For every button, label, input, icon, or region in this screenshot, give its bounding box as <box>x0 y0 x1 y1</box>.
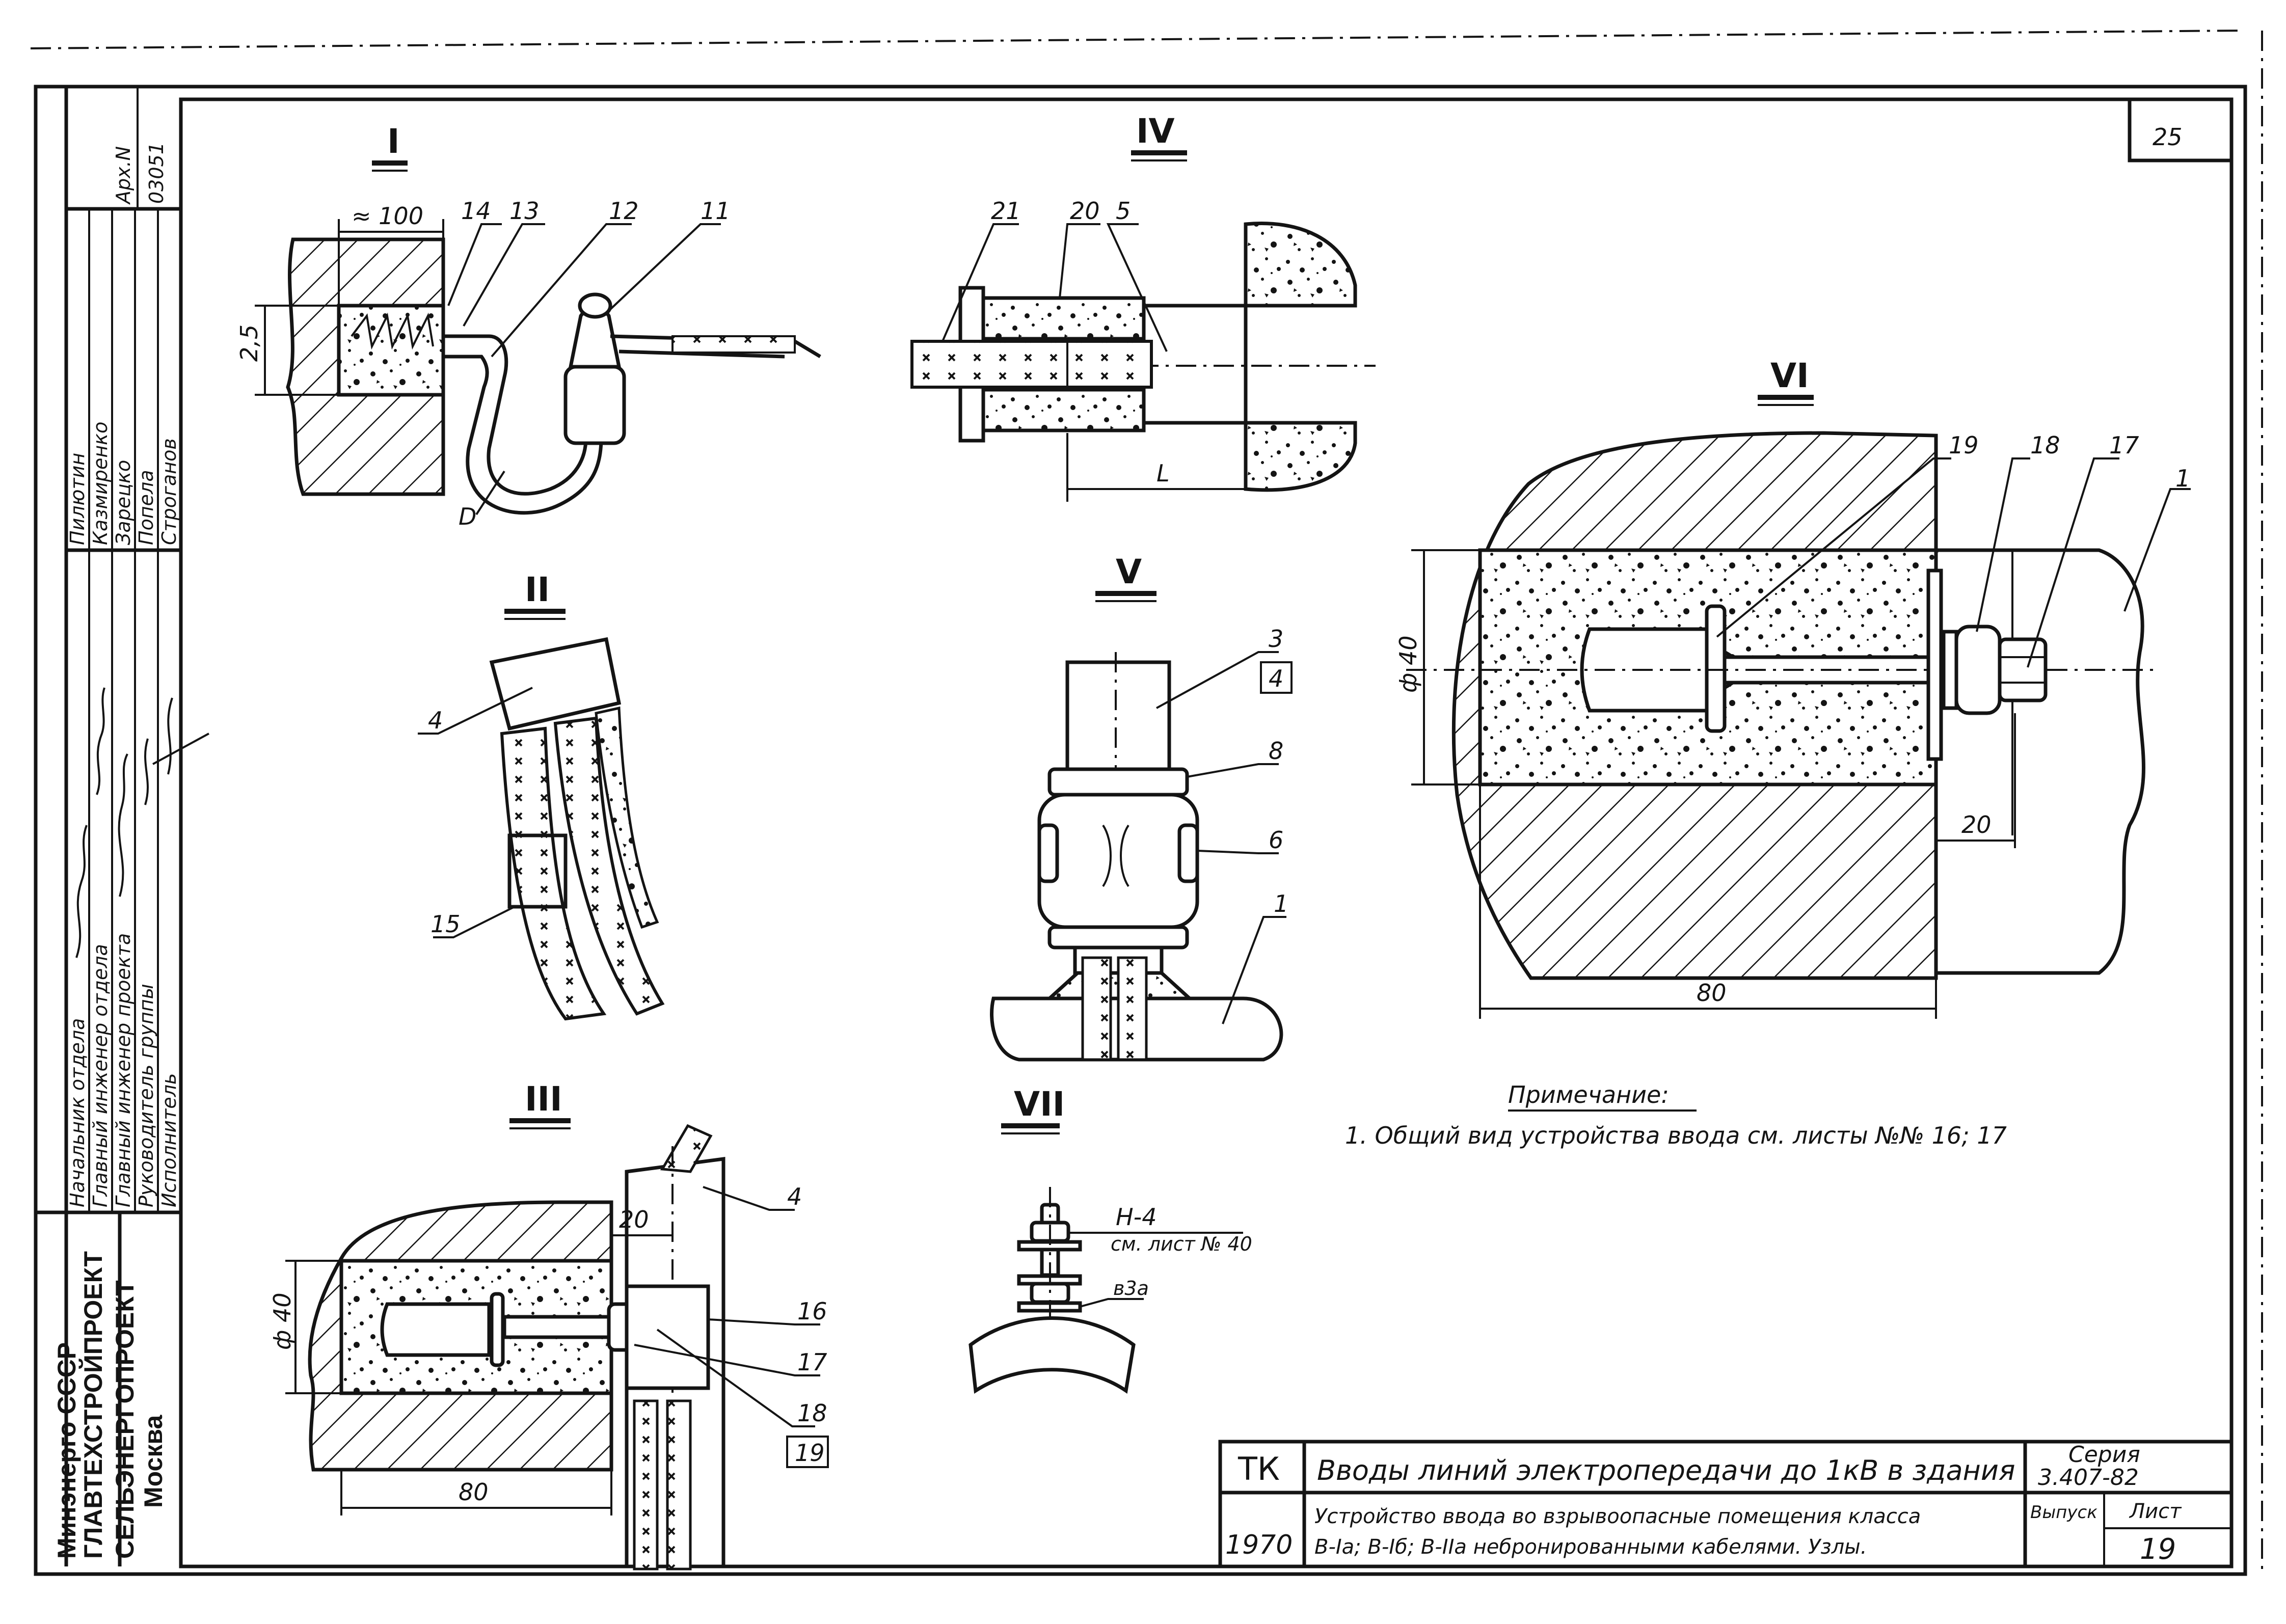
role-2: Главный инженер отдела <box>89 944 112 1207</box>
detail-V-callout-8: 8 <box>1269 737 1283 765</box>
detail-II-callout-4: 4 <box>428 707 443 734</box>
detail-VI-callout-17: 17 <box>2109 431 2139 459</box>
detail-III-callout-16: 16 <box>797 1297 827 1325</box>
detail-VI-title: VI <box>1770 356 1809 395</box>
detail-III-callout-4: 4 <box>787 1183 802 1210</box>
detail-III-callout-19: 19 <box>795 1439 825 1467</box>
tb-series-label: Серия <box>2068 1442 2140 1468</box>
note: Примечание: 1. Общий вид устройства ввод… <box>1345 1081 2007 1149</box>
org-line-2: ГЛАВТЕХСТРОЙПРОЕКТ <box>78 1251 107 1559</box>
name-3: Зарецко <box>112 460 135 545</box>
detail-I-callout-14: 14 <box>461 197 491 225</box>
detail-III-callout-18: 18 <box>797 1399 827 1427</box>
detail-III-dim-diameter: ф 40 <box>268 1293 296 1350</box>
detail-VII-ref-note: см. лист № 40 <box>1111 1233 1252 1255</box>
note-heading: Примечание: <box>1508 1081 1669 1108</box>
detail-I-diameter-label: D <box>459 503 476 530</box>
detail-VII-small-label: в3а <box>1113 1277 1149 1300</box>
sheet-frame <box>30 30 2263 1576</box>
detail-VI-dim-offset: 20 <box>1961 811 1992 838</box>
detail-III-dim-width: 80 <box>459 1478 489 1506</box>
detail-I-callout-11: 11 <box>701 197 731 225</box>
detail-I-dim-height: 2,5 <box>235 324 263 362</box>
tb-code: ТК <box>1238 1450 1280 1487</box>
org-line-4: Москва <box>139 1415 168 1508</box>
detail-III-callout-17: 17 <box>797 1348 827 1376</box>
detail-IV-title: IV <box>1136 112 1175 151</box>
detail-I: I ≈ 100 2,5 14 13 12 <box>235 122 821 530</box>
name-4: Попела <box>135 470 157 545</box>
role-5: Исполнитель <box>158 1073 180 1207</box>
detail-VI-dim-width: 80 <box>1697 979 1727 1007</box>
detail-II-callout-15: 15 <box>431 910 461 938</box>
tb-subtitle-1: Устройство ввода во взрывоопасные помеще… <box>1314 1505 1921 1528</box>
detail-VI-callout-18: 18 <box>2030 431 2060 459</box>
detail-III: III ф 40 20 80 4 <box>268 1079 829 1571</box>
note-text: 1. Общий вид устройства ввода см. листы … <box>1345 1122 2007 1149</box>
detail-V-callout-6: 6 <box>1269 826 1283 854</box>
page-number: 25 <box>2153 123 2183 151</box>
side-stamp: Минэнерго СССР ГЛАВТЕХСТРОЙПРОЕКТ СЕЛЬЭН… <box>36 87 209 1566</box>
detail-IV-callout-20: 20 <box>1070 197 1100 225</box>
role-1: Начальник отдела <box>66 1018 89 1207</box>
detail-IV-callout-21: 21 <box>991 197 1021 225</box>
tb-issue-label: Выпуск <box>2030 1502 2097 1523</box>
role-3: Главный инженер проекта <box>112 933 135 1207</box>
name-2: Казмиренко <box>89 422 112 545</box>
name-1: Пилютин <box>66 453 89 545</box>
tb-sheet-label: Лист <box>2129 1500 2182 1523</box>
detail-II-title: II <box>525 570 550 609</box>
detail-IV-callout-5: 5 <box>1116 197 1131 225</box>
detail-VI: VI ф 40 20 80 <box>1394 356 2191 1019</box>
detail-VII-ref: Н-4 <box>1116 1203 1157 1231</box>
tb-year: 1970 <box>1225 1530 1293 1560</box>
detail-V-title: V <box>1116 552 1142 591</box>
role-4: Руководитель группы <box>135 984 157 1207</box>
tb-subtitle-2: В-Iа; В-Iб; В-IIа небронированными кабел… <box>1314 1535 1867 1559</box>
detail-V-callout-1: 1 <box>1274 890 1288 917</box>
detail-VI-dim-diameter: ф 40 <box>1394 636 1422 693</box>
detail-III-dim-offset: 20 <box>619 1206 649 1233</box>
detail-VII: VII Н-4 см. лист № 40 в3а <box>969 1085 1252 1394</box>
detail-IV-dim-length: L <box>1157 459 1170 487</box>
detail-I-callout-12: 12 <box>609 197 639 225</box>
detail-V-callout-4: 4 <box>1269 665 1283 692</box>
archive-number: 03051 <box>145 142 168 204</box>
tb-title: Вводы линий электропередачи до 1кВ в зда… <box>1317 1454 2015 1486</box>
detail-I-title: I <box>387 122 400 161</box>
detail-VI-callout-1: 1 <box>2175 465 2190 492</box>
detail-VI-callout-19: 19 <box>1949 431 1979 459</box>
detail-I-dim-width: ≈ 100 <box>352 202 423 230</box>
detail-II: II 4 15 <box>418 570 665 1021</box>
detail-VII-title: VII <box>1014 1085 1065 1124</box>
title-block: ТК 1970 Вводы линий электропередачи до 1… <box>1218 1440 2234 1568</box>
org-line-1: Минэнерго СССР <box>52 1342 81 1559</box>
detail-IV: IV L 21 20 5 <box>910 112 1376 502</box>
detail-III-title: III <box>525 1079 562 1119</box>
tb-series-value: 3.407-82 <box>2038 1465 2139 1491</box>
tb-sheet-value: 19 <box>2140 1533 2176 1566</box>
archive-label: Арх.N <box>112 146 135 205</box>
detail-V-callout-3: 3 <box>1269 625 1283 653</box>
detail-V: V 3 4 8 6 1 <box>990 552 1293 1062</box>
name-5: Строганов <box>158 438 180 545</box>
page-number-box: 25 <box>2128 99 2231 163</box>
signatures <box>75 687 209 958</box>
detail-I-callout-13: 13 <box>509 197 540 225</box>
org-line-3: СЕЛЬЭНЕРГОПРОЕКТ <box>111 1280 139 1559</box>
